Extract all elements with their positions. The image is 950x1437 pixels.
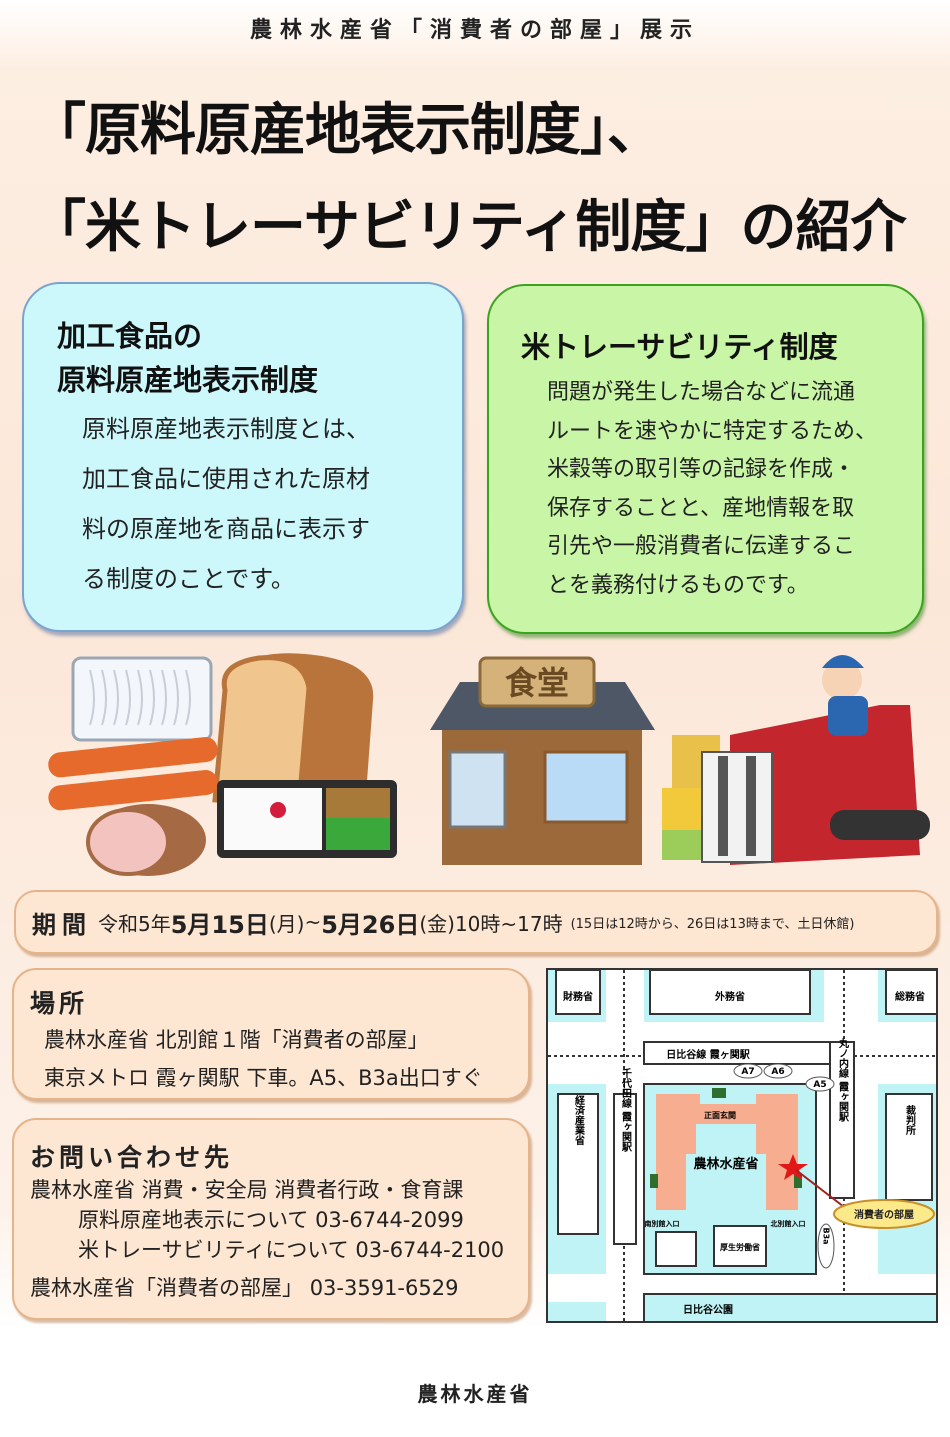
period-label: 期間 — [32, 910, 92, 939]
map-label-keizai: 経済産業省 — [573, 1094, 586, 1146]
origin-labeling-card: 加工食品の 原料原産地表示制度 原料原産地表示制度とは、 加工食品に使用された原… — [22, 282, 464, 632]
exhibition-period: 期間 令和5年 5月15日 (月) ~ 5月26日 (金) 10時~17時 (1… — [14, 890, 938, 954]
map-label-north-annex: 北別館入口 — [771, 1219, 806, 1228]
rice-traceability-card: 米トレーサビリティ制度 問題が発生した場合などに流通 ルートを速やかに特定するた… — [487, 284, 924, 634]
rice-traceability-title: 米トレーサビリティ制度 — [521, 330, 838, 364]
map-exit-b3a: B3a — [822, 1227, 831, 1244]
map-label-marunouchi-line: 丸ノ内線 霞ヶ関駅 — [837, 1037, 850, 1122]
page-title-line1: 「原料原産地表示制度」、 — [30, 98, 663, 163]
map-label-hibiya-park: 日比谷公園 — [683, 1303, 733, 1316]
contact-rice-label: 米トレーサビリティについて — [78, 1238, 349, 1262]
map-label-somusho: 総務省 — [895, 990, 925, 1003]
map-label-zaimusho: 財務省 — [562, 990, 593, 1003]
period-start-date: 5月15日 — [170, 910, 269, 939]
origin-labeling-body: 原料原産地表示制度とは、 加工食品に使用された原材 料の原産地を商品に表示す る… — [82, 404, 370, 604]
body-line: 引先や一般消費者に伝達するこ — [547, 534, 856, 559]
contact-room-label: 農林水産省「消費者の部屋」 — [30, 1276, 303, 1300]
body-line: る制度のことです。 — [82, 565, 295, 593]
exhibition-subtitle: 農林水産省「消費者の部屋」展示 — [249, 18, 700, 43]
contact-dept: 農林水産省 消費・安全局 消費者行政・食育課 — [30, 1178, 464, 1202]
body-line: とを義務付けるものです。 — [547, 572, 809, 598]
location-star-icon — [778, 1154, 808, 1180]
contact-rice-phone[interactable]: 03-6744-2100 — [355, 1238, 505, 1262]
body-line: 米穀等の取引等の記録を作成・ — [547, 457, 856, 482]
period-era: 令和5年 — [98, 911, 171, 936]
period-start-dow: (月) — [268, 911, 305, 936]
period-separator: ~ — [304, 910, 322, 934]
origin-labeling-title-line2: 原料原産地表示制度 — [57, 363, 319, 397]
map-label-consumer-room: 消費者の部屋 — [854, 1208, 914, 1221]
map-label-hibiya-line: 日比谷線 霞ヶ関駅 — [666, 1048, 750, 1061]
bread-loaf-icon — [212, 653, 374, 809]
ham-icon — [86, 804, 206, 876]
origin-labeling-title: 加工食品の 原料原産地表示制度 — [57, 314, 318, 402]
contact-room: 農林水産省「消費者の部屋」 03-3591-6529 — [30, 1272, 458, 1302]
map-exit-a5: A5 — [813, 1080, 826, 1090]
body-line: 加工食品に使用された原材 — [82, 465, 370, 493]
map-exit-a6: A6 — [771, 1067, 784, 1077]
body-line: 料の原産地を商品に表示す — [82, 515, 370, 543]
shokudo-restaurant-icon: 食堂 — [430, 656, 655, 865]
place-line2: 東京メトロ 霞ヶ関駅 下車。A5、B3a出口すぐ — [44, 1066, 483, 1090]
body-line: 保存することと、産地情報を取 — [547, 495, 855, 521]
map-exit-a7: A7 — [741, 1067, 754, 1077]
footer-org: 農林水産省 — [417, 1382, 533, 1406]
contact-room-phone[interactable]: 03-3591-6529 — [309, 1276, 459, 1300]
map-label-gaimusho: 外務省 — [714, 990, 745, 1003]
map-label-saibansho: 裁判所 — [904, 1104, 916, 1136]
rice-traceability-body: 問題が発生した場合などに流通 ルートを速やかに特定するため、 米穀等の取引等の記… — [547, 374, 877, 605]
period-end-dow: (金) — [419, 911, 455, 936]
access-map: 財務省 外務省 総務省 日比谷線 霞ヶ関駅 丸ノ内線 霞ヶ関駅 千代田線 霞ヶ関… — [546, 968, 938, 1323]
combine-harvester-icon — [662, 655, 930, 865]
period-note: (15日は12時から、26日は13時まで、土日休館) — [570, 916, 855, 932]
map-label-maff: 農林水産省 — [693, 1156, 758, 1172]
map-label-main-entrance: 正面玄関 — [704, 1110, 736, 1120]
food-illustrations: 食堂 — [48, 653, 930, 876]
place-label: 場所 — [30, 989, 89, 1018]
contact-origin-label: 原料原産地表示について — [78, 1208, 309, 1232]
contact-origin: 原料原産地表示について 03-6744-2099 — [78, 1204, 464, 1234]
noodle-pack-icon — [71, 656, 213, 742]
shokudo-sign: 食堂 — [505, 664, 569, 702]
map-label-mhlw: 厚生労働省 — [720, 1242, 760, 1252]
period-end-date: 5月26日 — [321, 910, 420, 939]
body-line: ルートを速やかに特定するため、 — [547, 418, 878, 444]
map-label-south-annex: 南別館入口 — [645, 1219, 680, 1228]
origin-labeling-title-line1: 加工食品の — [57, 319, 203, 353]
body-line: 問題が発生した場合などに流通 — [547, 380, 856, 405]
place-box: 場所 農林水産省 北別館１階「消費者の部屋」 東京メトロ 霞ヶ関駅 下車。A5、… — [12, 968, 530, 1100]
body-line: 原料原産地表示制度とは、 — [82, 415, 370, 443]
contact-origin-phone[interactable]: 03-6744-2099 — [315, 1208, 464, 1232]
bento-box-icon — [217, 780, 397, 858]
period-hours: 10時~17時 — [454, 911, 563, 936]
contact-label: お問い合わせ先 — [30, 1143, 234, 1172]
contact-box: お問い合わせ先 農林水産省 消費・安全局 消費者行政・食育課 原料原産地表示につ… — [12, 1118, 530, 1320]
place-line1: 農林水産省 北別館１階「消費者の部屋」 — [44, 1028, 429, 1052]
map-label-chiyoda-line: 千代田線 霞ヶ関駅 — [620, 1067, 633, 1152]
page-title-line2: 「米トレーサビリティ制度」の紹介 — [30, 195, 907, 260]
sausage-icon — [48, 737, 218, 811]
contact-rice: 米トレーサビリティについて 03-6744-2100 — [78, 1234, 504, 1264]
